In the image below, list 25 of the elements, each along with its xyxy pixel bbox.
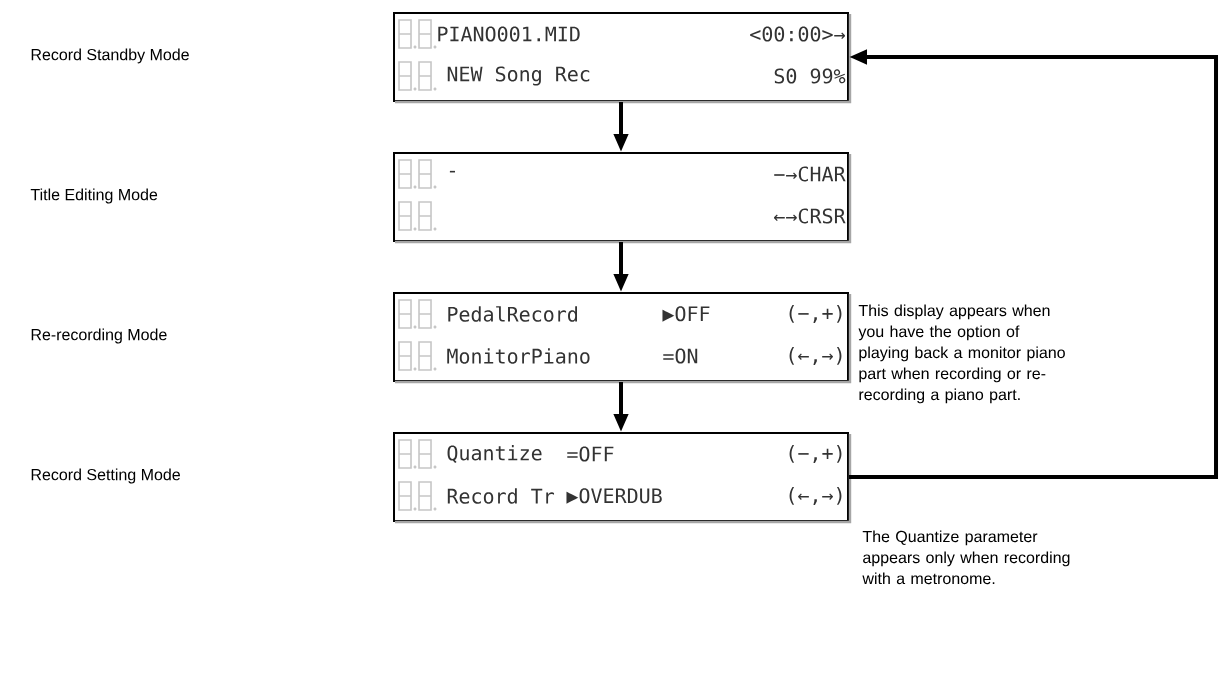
display-text: - <box>449 170 455 173</box>
display-text: PedalRecord <box>448 306 577 322</box>
display-text: (←,→) <box>789 347 842 365</box>
mode-label: Record Standby Mode <box>31 48 189 64</box>
mode-label: Title Editing Mode <box>30 188 158 204</box>
display-text: (−,+) <box>789 445 842 463</box>
display-text: S0 99% <box>774 68 846 84</box>
display-text: =ON <box>663 348 698 364</box>
display-text: PIANO001.MID <box>438 26 580 42</box>
display-text: ←→CRSR <box>774 208 846 224</box>
display-text: MonitorPiano <box>447 348 590 364</box>
display-text: −→CHAR <box>774 166 846 182</box>
display-text: Quantize <box>447 445 542 463</box>
mode-label: Record Setting Mode <box>31 468 180 484</box>
display-text: ▶OFF <box>662 306 710 322</box>
display-text: (←,→) <box>789 487 842 505</box>
display-text: =OFF <box>567 446 614 462</box>
display-text: ▶OVERDUB <box>566 488 662 504</box>
display-text: <00:00>→ <box>750 26 845 42</box>
mode-label: Re-recording Mode <box>31 328 167 344</box>
display-text: Record Tr <box>447 488 554 504</box>
note-text: This display appears when you have the option of playing back a monitor piano part when recording or re-recording a piano part. <box>858 304 1065 404</box>
display-text: NEW Song Rec <box>447 66 590 86</box>
note-text: The Quantize parameter appears only when recording with a metronome. <box>862 530 1070 585</box>
display-text: (−,+) <box>789 305 842 323</box>
